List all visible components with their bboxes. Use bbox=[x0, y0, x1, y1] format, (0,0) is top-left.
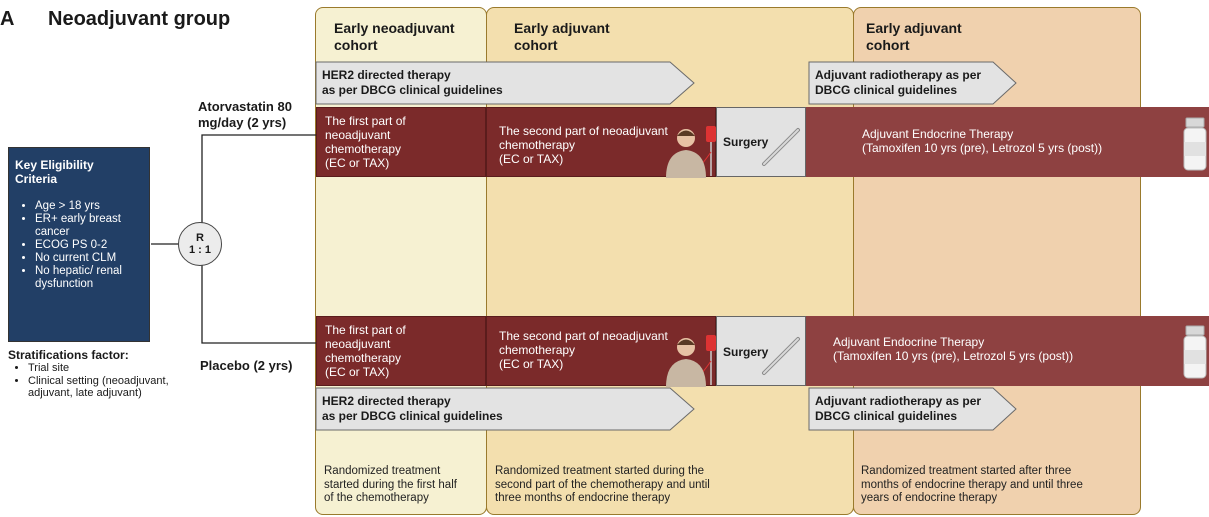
patient-infusion-icon bbox=[666, 335, 716, 387]
stratification-item: Trial site bbox=[28, 362, 178, 375]
surgery-box-bottom: Surgery bbox=[716, 316, 806, 386]
her2-arrow-bottom bbox=[315, 387, 695, 431]
radio-arrow-bottom bbox=[808, 387, 1017, 431]
panel-letter: A bbox=[0, 8, 15, 30]
cohort-note-3: Randomized treatment started after three… bbox=[861, 465, 1083, 504]
stratification-block: Stratifications factor: Trial site Clini… bbox=[8, 348, 178, 400]
eligibility-item: ER+ early breast cancer bbox=[35, 213, 143, 239]
surgery-label: Surgery bbox=[723, 135, 769, 149]
stratification-item: Clinical setting (neoadjuvant, adjuvant,… bbox=[28, 375, 178, 400]
pill-bottle-icon bbox=[1183, 117, 1207, 171]
patient-infusion-icon bbox=[666, 126, 716, 178]
eligibility-item: No hepatic/ renal dysfunction bbox=[35, 265, 143, 291]
arm-label-placebo: Placebo (2 yrs) bbox=[200, 358, 293, 373]
endocrine-bar-bottom: Adjuvant Endocrine Therapy(Tamoxifen 10 … bbox=[806, 316, 1209, 386]
pill-bottle-icon bbox=[1183, 325, 1207, 379]
randomization-connectors bbox=[151, 134, 316, 344]
scalpel-icon bbox=[762, 128, 800, 166]
eligibility-item: No current CLM bbox=[35, 252, 143, 265]
surgery-box-top: Surgery bbox=[716, 107, 806, 177]
stratification-title: Stratifications factor: bbox=[8, 348, 129, 362]
eligibility-item: ECOG PS 0-2 bbox=[35, 239, 143, 252]
her2-arrow-top bbox=[315, 61, 695, 105]
scalpel-icon bbox=[762, 337, 800, 375]
radio-arrow-top bbox=[808, 61, 1017, 105]
surgery-label: Surgery bbox=[723, 345, 769, 359]
panel-title: Neoadjuvant group bbox=[48, 8, 231, 30]
endocrine-bar-top: Adjuvant Endocrine Therapy(Tamoxifen 10 … bbox=[806, 107, 1209, 177]
eligibility-item: Age > 18 yrs bbox=[35, 200, 143, 213]
